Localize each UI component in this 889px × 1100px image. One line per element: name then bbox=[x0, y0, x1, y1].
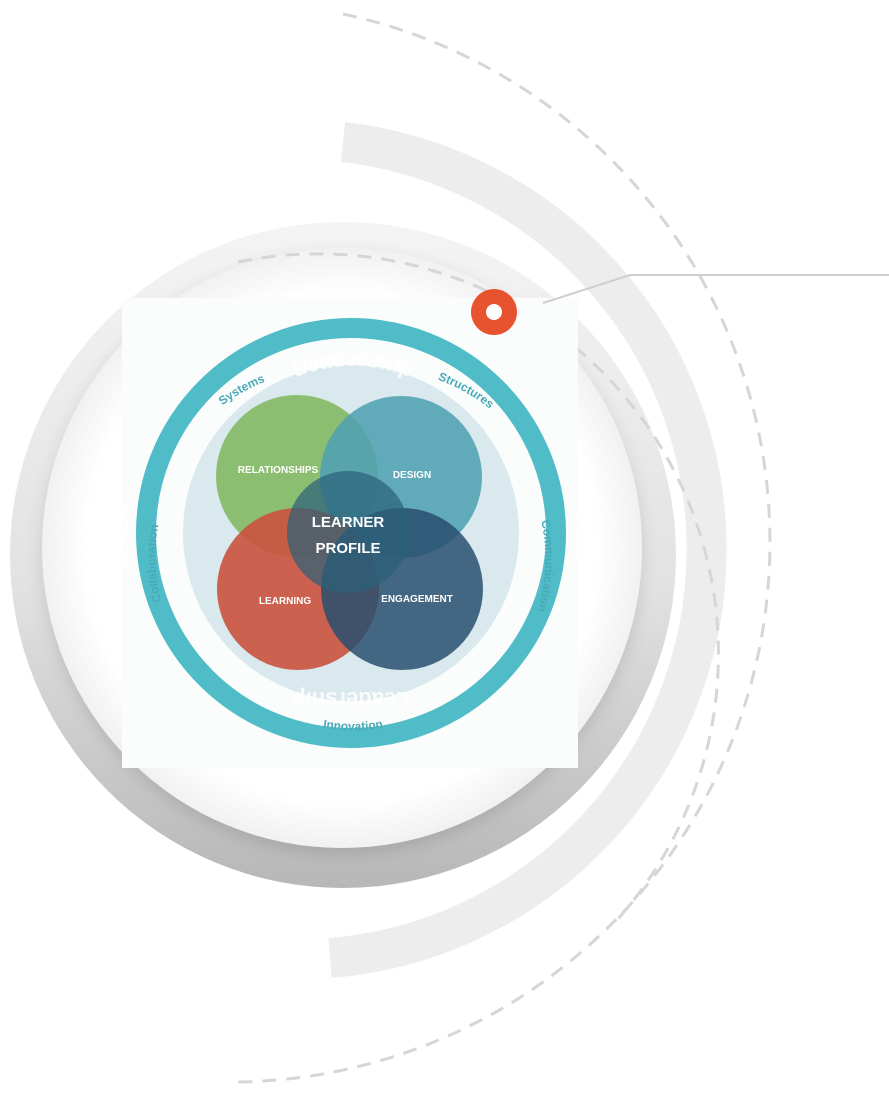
label-learning: LEARNING bbox=[259, 596, 311, 607]
ring-label-beliefs: BELIEFS bbox=[323, 767, 381, 784]
svg-text:Innovation: Innovation bbox=[322, 717, 383, 733]
inner-word-innovation: Innovation bbox=[322, 717, 383, 733]
callout-marker-hole bbox=[486, 304, 502, 320]
ring-label-vision: VISION bbox=[572, 511, 588, 560]
ring-label-mission: MISSION bbox=[115, 505, 131, 566]
decorative-dashed-arc-outer bbox=[235, 12, 772, 1084]
svg-text:VISION: VISION bbox=[572, 511, 588, 560]
circle-center-learner-profile bbox=[287, 471, 409, 593]
callout-line bbox=[542, 274, 889, 304]
outer-teal-ring bbox=[136, 318, 566, 748]
label-engagement: ENGAGEMENT bbox=[381, 594, 453, 605]
svg-text:BELIEFS: BELIEFS bbox=[323, 767, 382, 784]
svg-text:Leadership: Leadership bbox=[292, 687, 409, 712]
leadership-label-bottom: Leadership bbox=[292, 687, 409, 712]
label-relationships: RELATIONSHIPS bbox=[238, 465, 319, 476]
label-learner: LEARNER bbox=[312, 514, 385, 531]
svg-text:MISSION: MISSION bbox=[115, 505, 132, 566]
decorative-dashed-arc-inner bbox=[237, 252, 720, 921]
label-profile: PROFILE bbox=[315, 540, 380, 557]
label-design: DESIGN bbox=[393, 470, 431, 481]
